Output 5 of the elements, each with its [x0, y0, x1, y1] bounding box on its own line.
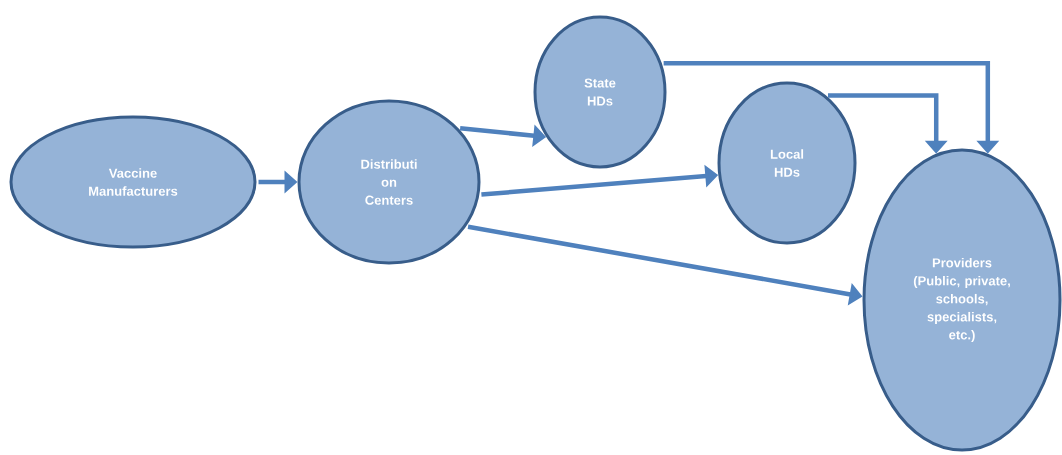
ellipse-node: State HDs — [533, 15, 667, 169]
ellipse-node: Local HDs — [717, 81, 857, 245]
ellipse-node: Distributi on Centers — [297, 99, 481, 265]
ellipse-node: Providers (Public, private, schools, specialists, etc.) — [862, 148, 1062, 452]
ellipse-node: Vaccine Manufacturers — [9, 115, 257, 249]
